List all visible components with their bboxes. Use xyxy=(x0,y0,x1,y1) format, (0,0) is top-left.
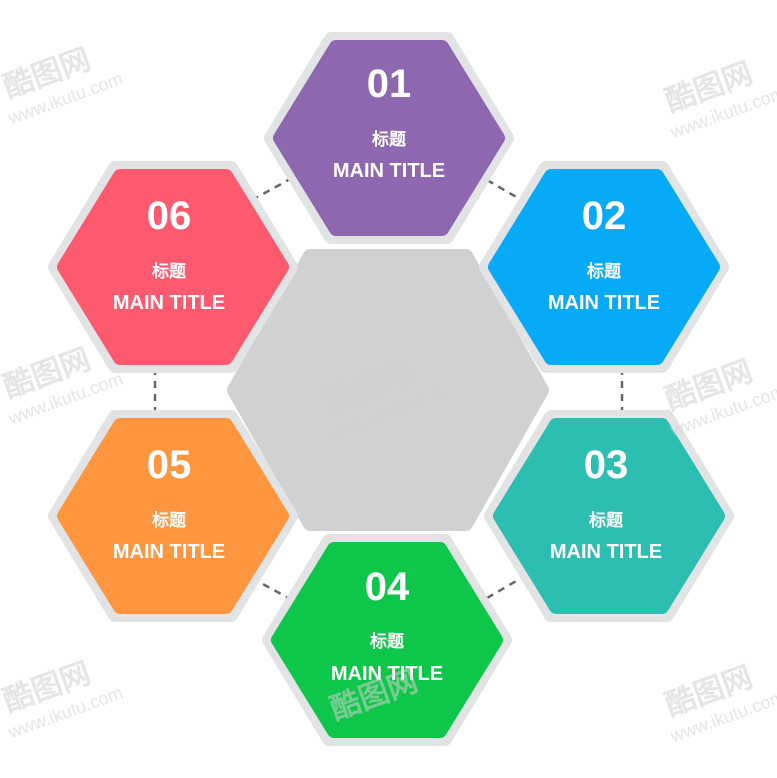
item-title-en: MAIN TITLE xyxy=(548,292,660,314)
connector-06-01 xyxy=(251,176,293,202)
item-title-en: MAIN TITLE xyxy=(333,160,445,182)
item-title-cn: 标题 xyxy=(152,261,187,282)
connector-03-04 xyxy=(486,574,526,600)
item-number: 04 xyxy=(365,565,410,609)
item-title-cn: 标题 xyxy=(152,510,187,531)
item-title-en: MAIN TITLE xyxy=(113,541,225,563)
hexagon-fill xyxy=(488,169,720,365)
watermark-top-left: 酷图网 www.ikutu.com xyxy=(0,42,125,129)
hexagon-fill xyxy=(57,418,289,614)
watermark-bottom-right: 酷图网 www.ikutu.com xyxy=(661,660,777,747)
item-title-cn: 标题 xyxy=(370,631,405,652)
watermarks: 酷图网 www.ikutu.com 酷图网 www.ikutu.com 酷图网 … xyxy=(0,42,777,747)
connectors xyxy=(153,176,624,602)
hexagon-item-01: 01 标题 MAIN TITLE xyxy=(264,32,514,244)
item-number: 06 xyxy=(147,194,192,238)
item-title-cn: 标题 xyxy=(372,129,407,150)
hexagon-item-06: 06 标题 MAIN TITLE xyxy=(48,161,298,373)
item-title-cn: 标题 xyxy=(589,510,624,531)
hexagon-fill xyxy=(273,40,505,236)
watermark-top-right: 酷图网 www.ikutu.com xyxy=(661,56,777,143)
watermark-bottom-left: 酷图网 www.ikutu.com xyxy=(0,656,125,743)
item-title-cn: 标题 xyxy=(587,261,622,282)
hexagon-item-03: 03 标题 MAIN TITLE xyxy=(484,410,734,622)
item-number: 01 xyxy=(367,62,412,106)
center-hexagon xyxy=(227,249,549,531)
hexagon-item-02: 02 标题 MAIN TITLE xyxy=(479,161,729,373)
item-title-en: MAIN TITLE xyxy=(550,541,662,563)
item-number: 02 xyxy=(582,194,627,238)
item-title-en: MAIN TITLE xyxy=(331,663,443,685)
hexagon-fill xyxy=(57,169,289,365)
hexagon-fill xyxy=(271,542,503,738)
item-number: 05 xyxy=(147,443,192,487)
hexagon-item-04: 04 标题 MAIN TITLE xyxy=(262,534,512,746)
item-title-en: MAIN TITLE xyxy=(113,292,225,314)
item-number: 03 xyxy=(584,443,629,487)
hexagon-fill xyxy=(493,418,725,614)
hexagon-item-05: 05 标题 MAIN TITLE xyxy=(48,410,298,622)
